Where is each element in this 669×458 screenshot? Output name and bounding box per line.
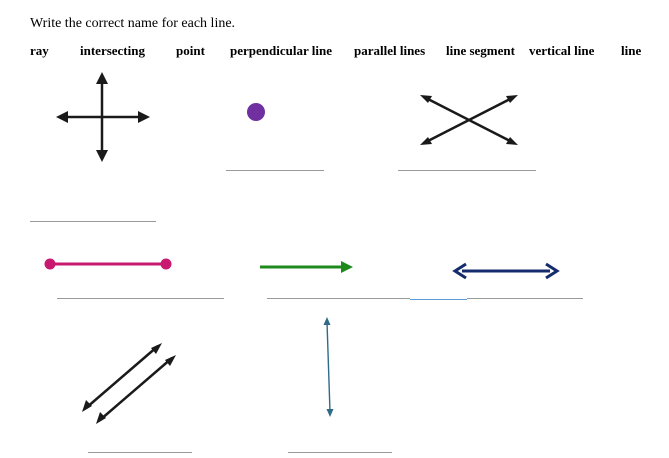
- answer-blank-point[interactable]: [226, 170, 324, 171]
- word-bank-perpendicular-line: perpendicular line: [230, 43, 332, 58]
- worksheet-instructions: Write the correct name for each line.: [30, 16, 236, 31]
- parallel-lines-figure: [82, 343, 176, 424]
- answer-blank-line-segment[interactable]: [57, 298, 224, 299]
- line-figure: [452, 262, 560, 280]
- answer-blank-line[interactable]: [467, 298, 583, 299]
- line-segment-figure: [44, 258, 172, 270]
- word-bank-vertical-line: vertical line: [529, 43, 595, 58]
- word-bank-line: line: [621, 43, 642, 58]
- word-bank-point: point: [176, 43, 205, 58]
- vertical-line-figure: [323, 317, 334, 417]
- perpendicular-lines-figure: [56, 72, 150, 162]
- word-bank-ray: ray: [30, 43, 49, 58]
- answer-blank-perpendicular[interactable]: [30, 221, 156, 222]
- word-bank-parallel-lines: parallel lines: [354, 43, 426, 58]
- word-bank-line-segment: line segment: [446, 43, 515, 58]
- ray-figure: [260, 261, 353, 273]
- answer-blank-vertical-line[interactable]: [288, 452, 392, 453]
- answer-blank-intersecting[interactable]: [398, 170, 536, 171]
- point-figure: [247, 103, 265, 121]
- word-bank-intersecting: intersecting: [80, 43, 145, 58]
- answer-blank-parallel-lines[interactable]: [88, 452, 192, 453]
- answer-blank-connector: [410, 299, 467, 300]
- answer-blank-ray[interactable]: [267, 298, 410, 299]
- intersecting-lines-figure: [420, 95, 518, 145]
